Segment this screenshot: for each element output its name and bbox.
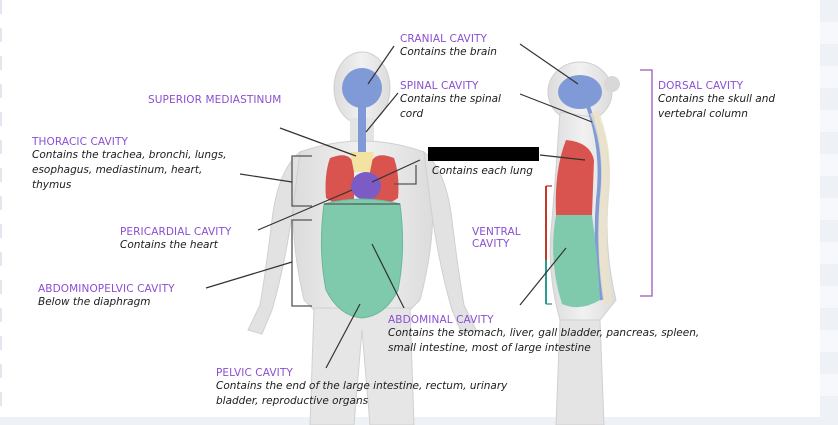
- thoracic-title: THORACIC CAVITY: [32, 136, 128, 148]
- thoracic-desc-line2: esophagus, mediastinum, heart,: [32, 164, 203, 176]
- side-cavities: [553, 75, 613, 308]
- pleural-leader-front: [371, 159, 421, 183]
- ventral-label: VENTRAL CAVITY: [472, 226, 521, 250]
- side-spinal-cord: [586, 105, 604, 301]
- thoracic-label: THORACIC CAVITY Contains the trachea, br…: [32, 136, 227, 193]
- side-abdominopelvic-cavity: [553, 215, 600, 308]
- right-edge-strip: [820, 0, 838, 425]
- superior-mediastinum-shape: [350, 152, 374, 172]
- pericardial-leader: [257, 189, 353, 231]
- pelvic-desc-line1: Contains the end of the large intestine,…: [216, 380, 508, 392]
- dorsal-label: DORSAL CAVITY Contains the skull and ver…: [658, 80, 775, 122]
- thoracic-desc-line3: thymus: [32, 179, 72, 191]
- abdominopelvic-leader: [205, 261, 293, 289]
- dorsal-desc-line2: vertebral column: [658, 108, 748, 120]
- spinal-desc-line2: cord: [400, 108, 424, 120]
- cranial-label: CRANIAL CAVITY Contains the brain: [400, 33, 497, 60]
- bottom-edge-strip: [0, 417, 838, 425]
- pericardial-desc: Contains the heart: [120, 239, 218, 251]
- pericardial-label: PERICARDIAL CAVITY Contains the heart: [120, 226, 231, 253]
- pelvic-title: PELVIC CAVITY: [216, 367, 293, 379]
- thoracic-leader: [239, 173, 293, 183]
- pleural-leader-side: [539, 154, 586, 161]
- pleural-desc: Contains each lung: [432, 165, 533, 177]
- front-abdominopelvic-cavity: [320, 198, 404, 319]
- superior-mediastinum-label: SUPERIOR MEDIASTINUM: [148, 94, 281, 106]
- dorsal-bracket: [640, 69, 653, 297]
- spinal-label: SPINAL CAVITY Contains the spinal cord: [400, 80, 501, 122]
- abdominopelvic-label: ABDOMINOPELVIC CAVITY Below the diaphrag…: [38, 283, 175, 310]
- pelvic-leader: [325, 303, 361, 369]
- superior-mediastinum-title: SUPERIOR MEDIASTINUM: [148, 94, 282, 106]
- spinal-desc-line1: Contains the spinal: [400, 93, 501, 105]
- pelvic-label: PELVIC CAVITY Contains the end of the la…: [216, 367, 507, 409]
- abdominopelvic-desc: Below the diaphragm: [38, 296, 151, 308]
- spinal-leader-side: [519, 93, 593, 123]
- front-spinal-canal: [358, 100, 366, 155]
- abdominopelvic-bracket: [291, 219, 312, 307]
- front-left-lung: [325, 155, 354, 206]
- thoracic-bracket: [291, 155, 312, 207]
- abdominal-desc-line2: small intestine, most of large intestine: [388, 342, 591, 354]
- front-cavities: [320, 68, 404, 319]
- abdominal-title: ABDOMINAL CAVITY: [388, 314, 494, 326]
- left-edge-strip: [0, 0, 2, 425]
- abdominal-label: ABDOMINAL CAVITY Contains the stomach, l…: [388, 314, 699, 356]
- pleural-bracket: [394, 165, 417, 185]
- cranial-title: CRANIAL CAVITY: [400, 33, 488, 45]
- spinal-leader-front: [365, 92, 399, 133]
- dorsal-desc-line1: Contains the skull and: [658, 93, 776, 105]
- abdominopelvic-title: ABDOMINOPELVIC CAVITY: [38, 283, 175, 295]
- superior-mediastinum-leader: [279, 127, 357, 157]
- pelvic-desc-line2: bladder, reproductive organs: [216, 395, 369, 407]
- spinal-title: SPINAL CAVITY: [400, 80, 479, 92]
- pleural-label: Contains each lung: [432, 164, 533, 179]
- ventral-title-line1: VENTRAL: [472, 226, 521, 238]
- cranial-leader-side: [519, 43, 579, 85]
- redacted-label-box: [428, 147, 539, 161]
- side-thoracic-cavity: [555, 140, 594, 215]
- dorsal-title: DORSAL CAVITY: [658, 80, 744, 92]
- ventral-title-line2: CAVITY: [472, 238, 510, 250]
- front-pericardial-cavity: [351, 172, 381, 200]
- thoracic-desc-line1: Contains the trachea, bronchi, lungs,: [32, 149, 227, 161]
- vertebral-column: [589, 110, 613, 305]
- leader-lines: [205, 43, 593, 369]
- abdominal-desc-line1: Contains the stomach, liver, gall bladde…: [388, 327, 700, 339]
- abdominal-leader-front: [371, 243, 405, 309]
- brackets: [291, 69, 653, 307]
- pericardial-title: PERICARDIAL CAVITY: [120, 226, 232, 238]
- abdominal-leader-side: [519, 247, 567, 306]
- cranial-leader-front: [367, 45, 395, 85]
- cranial-desc: Contains the brain: [400, 46, 497, 58]
- side-cranial-cavity: [558, 75, 602, 109]
